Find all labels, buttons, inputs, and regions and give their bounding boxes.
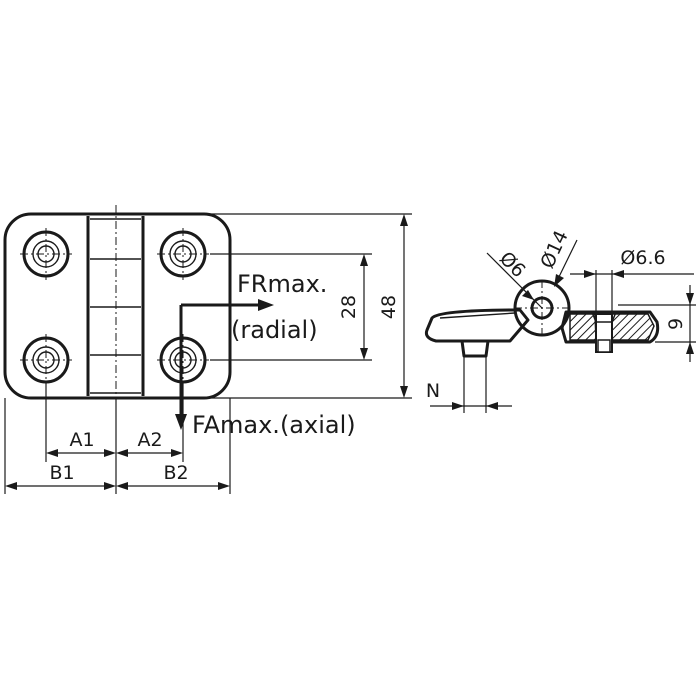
dimension-a1-label: A1 (69, 429, 94, 451)
dimension-n: N (426, 356, 512, 413)
dimension-48-label: 48 (378, 295, 400, 319)
dimension-9: 9 (618, 285, 696, 362)
dimension-a1-a2: A1 A2 (45, 382, 184, 494)
dimension-n-label: N (426, 380, 440, 402)
radial-force-label-line2: (radial) (231, 316, 318, 344)
right-leaf-section-a (569, 313, 597, 341)
axial-force-arrowhead (175, 414, 187, 430)
left-leaf-outline (424, 308, 530, 343)
dimension-dia-6: Ø6 (486, 247, 543, 309)
mounting-hole-bottom-left (20, 334, 72, 386)
right-leaf-outline (560, 310, 660, 344)
dimension-dia-6-label: Ø6 (495, 247, 530, 282)
mounting-hole-top-left (20, 228, 72, 280)
mounting-hole-top-right (157, 228, 209, 280)
dimension-b1-b2: B1 B2 (4, 398, 231, 494)
left-leaf-bevel (439, 312, 516, 319)
dimension-48: 48 (205, 213, 412, 399)
dimension-dia-14: Ø14 (536, 227, 578, 287)
front-view: 28 48 FRmax. (radial) FAmax.(axial) (3, 205, 412, 494)
side-view: Ø6 Ø14 Ø6.6 9 (424, 227, 696, 413)
radial-force-arrowhead (258, 299, 274, 311)
dimension-dia-6-6-label: Ø6.6 (620, 247, 665, 269)
countersink (590, 311, 618, 323)
axial-force-label: FAmax.(axial) (192, 411, 356, 439)
dimension-b2-label: B2 (163, 462, 188, 484)
dimension-dia-14-label: Ø14 (536, 227, 572, 272)
mounting-hole-bottom-right (157, 334, 209, 386)
dimension-a2-label: A2 (137, 429, 162, 451)
dimension-9-label: 9 (665, 318, 687, 330)
left-leaf-boss (460, 340, 490, 358)
force-arrows: FRmax. (radial) FAmax.(axial) (175, 270, 356, 439)
dimension-28-label: 28 (338, 295, 360, 319)
screw-boss (597, 339, 611, 353)
right-leaf-section-b (611, 313, 655, 341)
radial-force-label-line1: FRmax. (237, 270, 327, 298)
dimension-dia-6-6: Ø6.6 (570, 247, 694, 312)
dimension-28: 28 (210, 253, 372, 361)
dimension-b1-label: B1 (49, 462, 74, 484)
